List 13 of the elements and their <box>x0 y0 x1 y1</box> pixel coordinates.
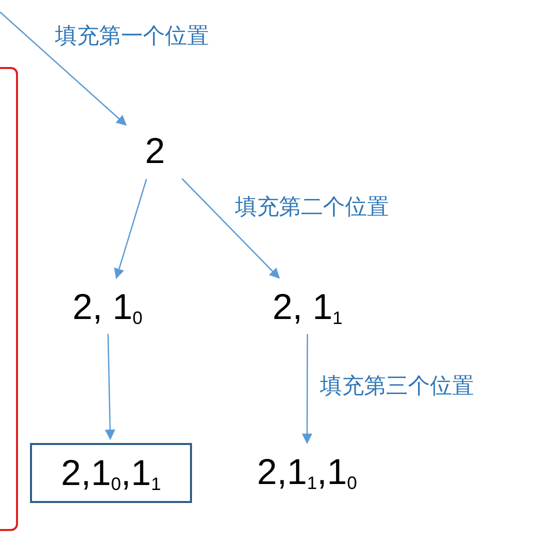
arrow <box>0 12 127 126</box>
arrow <box>104 334 116 440</box>
sequence-text: 2,1$_{1}$,1$_{0}$ <box>247 447 367 497</box>
sequence-text: 2, 1$_{0}$ <box>55 282 160 332</box>
arrow <box>182 178 280 279</box>
arrow <box>302 334 312 444</box>
edge-label: 填充第一个位置 <box>55 22 209 50</box>
sequence-text: 2 <box>130 125 180 177</box>
edge-label: 填充第二个位置 <box>235 193 389 220</box>
result-box: 2,1$_{0}$,1$_{1}$ <box>30 443 192 503</box>
sequence-text: 2, 1$_{1}$ <box>255 282 360 332</box>
arrow <box>114 178 148 279</box>
edge-label: 填充第三个位置 <box>320 372 474 400</box>
